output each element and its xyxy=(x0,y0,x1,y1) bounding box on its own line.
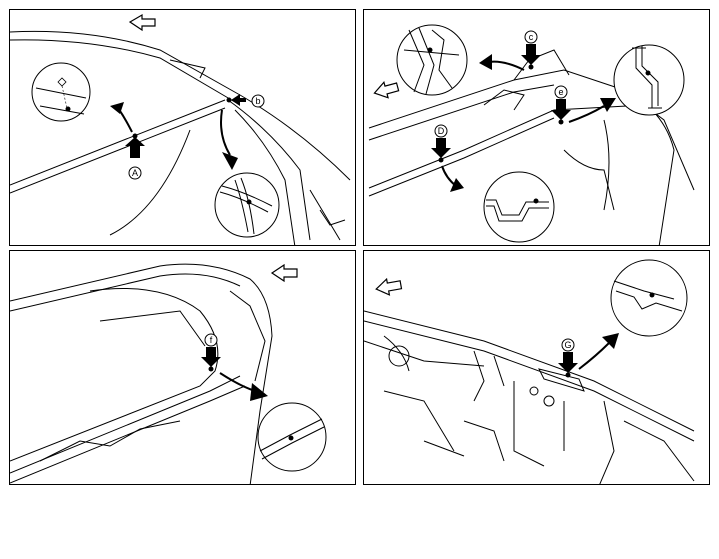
detail-magnifier-icon xyxy=(257,402,327,472)
spot-weld-point-icon xyxy=(645,70,651,76)
trunk-opening-drawing: f xyxy=(10,263,327,484)
callout-g: G xyxy=(558,338,578,378)
spot-weld-point-icon xyxy=(288,435,294,441)
rear-panel-drawing: G xyxy=(364,259,695,484)
detail-magnifier-icon xyxy=(396,24,468,96)
front-direction-arrow-icon xyxy=(373,81,400,99)
callout-d: D xyxy=(431,124,451,163)
detail-magnifier-icon xyxy=(610,259,688,337)
diagram-panel-top-right: c e D xyxy=(363,9,710,246)
callout-g-label: G xyxy=(564,340,571,350)
callout-e-label: e xyxy=(558,87,563,97)
roof-rail-front-drawing: A b xyxy=(10,13,351,245)
spot-weld-point-icon xyxy=(649,292,655,298)
callout-b-label: b xyxy=(255,96,260,106)
front-direction-arrow-icon xyxy=(270,263,298,283)
spot-weld-point-icon xyxy=(65,106,71,112)
callout-f-label: f xyxy=(210,335,213,345)
detail-magnifier-icon xyxy=(613,44,685,116)
callout-c: c xyxy=(521,30,541,70)
callout-a-label: A xyxy=(132,168,138,178)
diagram-panel-bottom-right: G xyxy=(363,250,710,485)
diagram-panel-bottom-left: f xyxy=(9,250,356,485)
spot-weld-point-icon xyxy=(427,47,433,53)
diagram-panel-top-left: A b xyxy=(9,9,356,246)
callout-d-label: D xyxy=(438,126,445,136)
detail-magnifier-icon xyxy=(31,62,91,122)
rear-parcel-shelf-drawing: c e D xyxy=(368,24,695,245)
callout-b: b xyxy=(226,94,265,108)
front-direction-arrow-icon xyxy=(128,13,156,32)
callout-e: e xyxy=(551,85,571,125)
spot-weld-point-icon xyxy=(246,199,252,205)
detail-magnifier-icon xyxy=(214,172,280,238)
front-direction-arrow-icon xyxy=(375,277,403,296)
spot-weld-point-icon xyxy=(533,198,539,204)
callout-c-label: c xyxy=(529,32,534,42)
callout-f: f xyxy=(201,333,221,372)
callout-a: A xyxy=(125,133,145,180)
detail-magnifier-icon xyxy=(483,171,555,243)
